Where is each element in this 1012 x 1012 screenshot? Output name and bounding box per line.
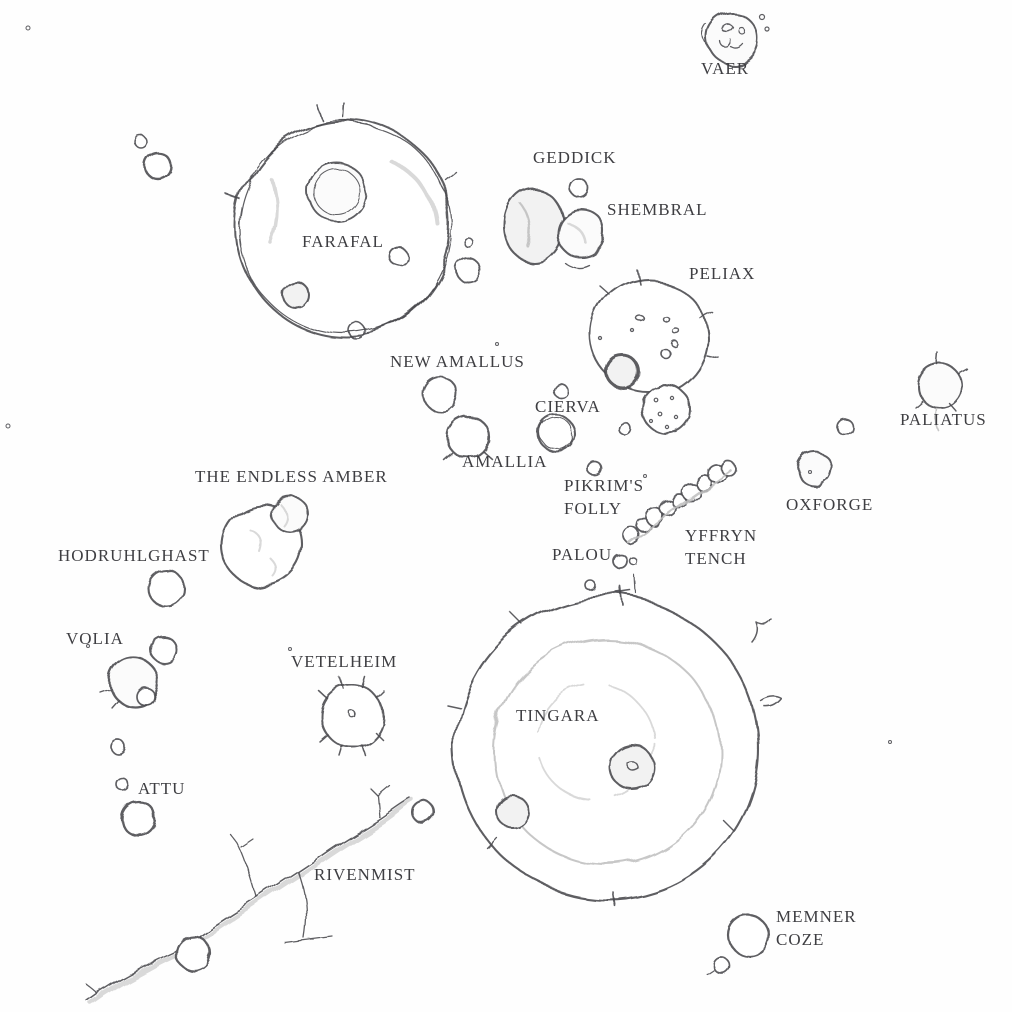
island-label-pikrims-folly: PIKRIM'S FOLLY [564,474,644,520]
label-line-1: MEMNER [776,907,857,926]
tingara-inner-contour [493,638,721,866]
islets-northwest [133,134,173,181]
peliax-shading [604,353,640,389]
island-vetelheim [311,676,393,756]
farafal-shading [268,178,279,244]
vetelheim-center-mark [348,708,355,718]
island-label-vetelheim: VETELHEIM [291,652,398,671]
island-label-vaer: VAER [701,59,750,78]
tingara-inner-contour [536,683,654,801]
label-line-1: PIKRIM'S [564,476,645,495]
island-label-paliatus: PALIATUS [900,410,987,429]
islet-near-oxforge [836,418,854,436]
island-amallia [443,414,493,461]
island-label-shembral: SHEMBRAL [607,200,708,219]
farafal-shading [388,158,438,224]
island-geddick [503,178,589,265]
island-label-geddick: GEDDICK [533,148,617,167]
island-label-hodruhlghast: HODRUHLGHAST [58,546,210,565]
island-new-amallus [422,376,458,412]
label-line-2: COZE [776,930,825,949]
island-label-the-endless-amber: THE ENDLESS AMBER [195,467,388,486]
island-memner-coze [707,913,770,976]
island-label-oxforge: OXFORGE [786,495,874,514]
island-hodruhlghast [146,568,186,608]
farafal-crater-lake [307,162,367,222]
island-south-of-peliax [618,384,691,436]
label-line-2: TENCH [685,549,747,568]
island-label-palou: PALOU [552,545,613,564]
island-oxforge [797,451,833,487]
tingara-hill [496,795,530,829]
tingara-east-jag [751,618,772,643]
island-label-peliax: PELIAX [689,264,756,283]
island-label-farafal: FARAFAL [302,232,384,251]
islet-on-crack [174,934,212,972]
label-line-1: YFFRYN [685,526,758,545]
tingara-east-jag [759,695,782,707]
paper-specks [5,25,892,744]
island-vaer [701,12,770,64]
island-label-amallia: AMALLIA [462,452,548,471]
island-label-new-amallus: NEW AMALLUS [390,352,525,371]
island-label-rivenmist: RIVENMIST [314,865,416,884]
islets-east-of-farafal [455,237,481,283]
islet-near-crack [409,798,435,824]
island-shembral [555,207,607,270]
island-label-attu: ATTU [138,779,186,798]
island-label-cierva: CIERVA [535,397,601,416]
rivenmist-crack [85,785,435,1005]
island-label-memner-coze: MEMNER COZE [776,905,857,951]
tingara-hill [609,744,655,790]
island-cierva [536,383,576,453]
island-peliax [592,269,720,395]
island-label-volia: VOLIA [66,629,124,648]
islands-attu [110,739,157,837]
island-label-yffryn-tench: YFFRYN TENCH [685,524,757,570]
islet-pikrims-folly [586,460,602,476]
label-line-2: FOLLY [564,499,623,518]
islets-palou [584,553,638,591]
island-farafal [225,102,457,340]
island-chain-yffryn-tench [622,460,736,544]
islands-volia [100,636,178,710]
island-paliatus [915,351,968,431]
island-label-tingara: TINGARA [516,706,600,725]
island-tingara [446,574,782,907]
island-the-endless-amber [219,495,309,588]
